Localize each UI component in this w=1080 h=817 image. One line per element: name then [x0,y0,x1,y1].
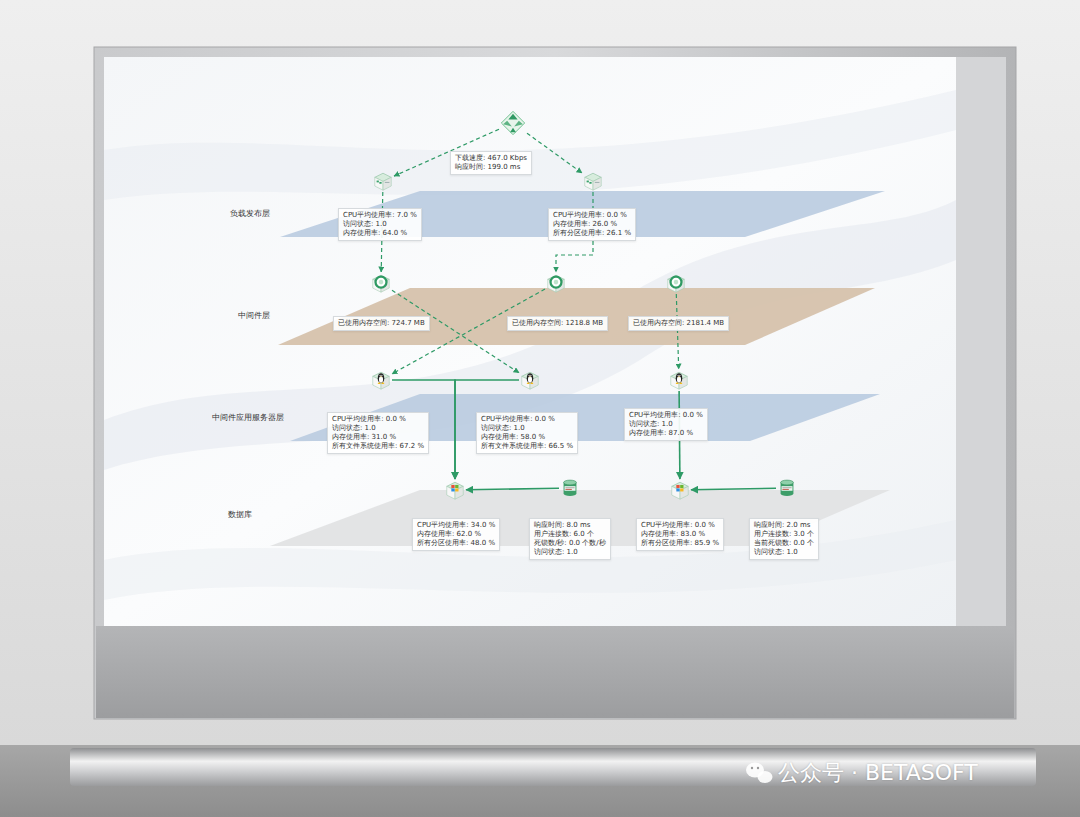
layer-label: 负载发布层 [230,209,270,219]
database-node: 响应时间: 8.0 ms用户连接数: 6.0 个死锁数/秒: 0.0 个数/秒访… [559,477,581,499]
middleware-node: 已使用内存空间: 724.7 MB [370,272,392,294]
connector [392,290,519,373]
metric-text: 响应时间: 199.0 ms [455,163,527,172]
metric-text: 访问状态: 1.0 [481,424,573,433]
metric-text: 用户连接数: 6.0 个 [534,530,606,539]
node-icon [665,272,687,294]
metric-text: 内存使用率: 58.0 % [481,433,573,442]
node-icon [519,369,541,391]
watermark: 公众号 · BETASOFT [778,760,978,786]
metric-text: 访问状态: 1.0 [534,548,606,557]
node-icon [668,369,690,391]
node-icon [372,170,394,192]
metric-box: 响应时间: 2.0 ms用户连接数: 3.0 个当前死锁数: 0.0 个访问状态… [749,518,819,560]
metric-text: CPU平均使用率: 0.0 % [641,521,719,530]
connector [676,294,678,369]
metric-text: 内存使用率: 31.0 % [332,433,424,442]
metric-text: 已使用内存空间: 2181.4 MB [633,319,724,328]
metric-box: 已使用内存空间: 1218.8 MB [507,316,608,331]
metric-text: 内存使用率: 87.0 % [629,429,703,438]
metric-text: CPU平均使用率: 0.0 % [629,411,703,420]
metric-box: 已使用内存空间: 724.7 MB [333,316,430,331]
node-icon [582,170,604,192]
metric-text: 所有文件系统使用率: 66.5 % [481,442,573,451]
metric-box: 已使用内存空间: 2181.4 MB [628,316,729,331]
database-node: 响应时间: 2.0 ms用户连接数: 3.0 个当前死锁数: 0.0 个访问状态… [776,477,798,499]
layer-label: 数据库 [228,510,252,520]
metric-text: 内存使用率: 83.0 % [641,530,719,539]
metric-text: CPU平均使用率: 34.0 % [417,521,495,530]
metric-box: 下载速度: 467.0 Kbps响应时间: 199.0 ms [450,151,532,175]
node-icon [559,477,581,499]
metric-box: CPU平均使用率: 0.0 %内存使用率: 26.0 %所有分区使用率: 26.… [548,208,636,241]
app-server-node: CPU平均使用率: 0.0 %访问状态: 1.0内存使用率: 87.0 % [668,369,690,391]
node-icon [776,477,798,499]
windows-server-node: CPU平均使用率: 34.0 %内存使用率: 62.0 %所有分区使用率: 48… [444,479,466,501]
metric-box: 响应时间: 8.0 ms用户连接数: 6.0 个死锁数/秒: 0.0 个数/秒访… [529,518,611,560]
layer-label: 中间件应用服务器层 [212,413,284,423]
metric-text: 访问状态: 1.0 [343,220,417,229]
metric-box: CPU平均使用率: 0.0 %访问状态: 1.0内存使用率: 87.0 % [624,408,708,441]
metric-text: 已使用内存空间: 1218.8 MB [512,319,603,328]
metric-box: CPU平均使用率: 7.0 %访问状态: 1.0内存使用率: 64.0 % [338,208,422,241]
metric-text: 用户连接数: 3.0 个 [754,530,814,539]
metric-box: CPU平均使用率: 0.0 %内存使用率: 83.0 %所有分区使用率: 85.… [636,518,724,551]
metric-text: 内存使用率: 64.0 % [343,229,417,238]
windows-server-node: CPU平均使用率: 0.0 %内存使用率: 83.0 %所有分区使用率: 85.… [669,479,691,501]
load-balancer-node: CPU平均使用率: 7.0 %访问状态: 1.0内存使用率: 64.0 % [372,170,394,192]
node-icon [370,272,392,294]
connector [527,133,582,173]
metric-text: CPU平均使用率: 0.0 % [553,211,631,220]
metric-text: CPU平均使用率: 0.0 % [481,415,573,424]
metric-text: 死锁数/秒: 0.0 个数/秒 [534,539,606,548]
connector [691,488,776,490]
node-icon [499,109,527,137]
metric-text: 所有分区使用率: 48.0 % [417,539,495,548]
middleware-node: 已使用内存空间: 2181.4 MB [665,272,687,294]
metric-text: 访问状态: 1.0 [629,420,703,429]
metric-box: CPU平均使用率: 0.0 %访问状态: 1.0内存使用率: 58.0 %所有文… [476,412,578,454]
metric-text: 访问状态: 1.0 [332,424,424,433]
internet-node: 下载速度: 467.0 Kbps响应时间: 199.0 ms [499,109,527,137]
node-icon [669,479,691,501]
connector [392,289,545,374]
metric-text: CPU平均使用率: 7.0 % [343,211,417,220]
metric-text: 内存使用率: 62.0 % [417,530,495,539]
metric-text: 访问状态: 1.0 [754,548,814,557]
node-icon [545,272,567,294]
metric-text: 响应时间: 2.0 ms [754,521,814,530]
app-server-node: CPU平均使用率: 0.0 %访问状态: 1.0内存使用率: 31.0 %所有文… [370,369,392,391]
metric-text: 已使用内存空间: 724.7 MB [338,319,425,328]
app-server-node: CPU平均使用率: 0.0 %访问状态: 1.0内存使用率: 58.0 %所有文… [519,369,541,391]
metric-text: 响应时间: 8.0 ms [534,521,606,530]
load-balancer-node: CPU平均使用率: 0.0 %内存使用率: 26.0 %所有分区使用率: 26.… [582,170,604,192]
metric-text: 内存使用率: 26.0 % [553,220,631,229]
metric-text: 所有文件系统使用率: 67.2 % [332,442,424,451]
metric-text: 下载速度: 467.0 Kbps [455,154,527,163]
connector [466,488,559,490]
middleware-node: 已使用内存空间: 1218.8 MB [545,272,567,294]
metric-box: CPU平均使用率: 34.0 %内存使用率: 62.0 %所有分区使用率: 48… [412,518,500,551]
metric-box: CPU平均使用率: 0.0 %访问状态: 1.0内存使用率: 31.0 %所有文… [327,412,429,454]
metric-text: CPU平均使用率: 0.0 % [332,415,424,424]
metric-text: 所有分区使用率: 26.1 % [553,229,631,238]
layer-label: 中间件层 [238,311,270,321]
metric-text: 当前死锁数: 0.0 个 [754,539,814,548]
node-icon [370,369,392,391]
node-icon [444,479,466,501]
metric-text: 所有分区使用率: 85.9 % [641,539,719,548]
